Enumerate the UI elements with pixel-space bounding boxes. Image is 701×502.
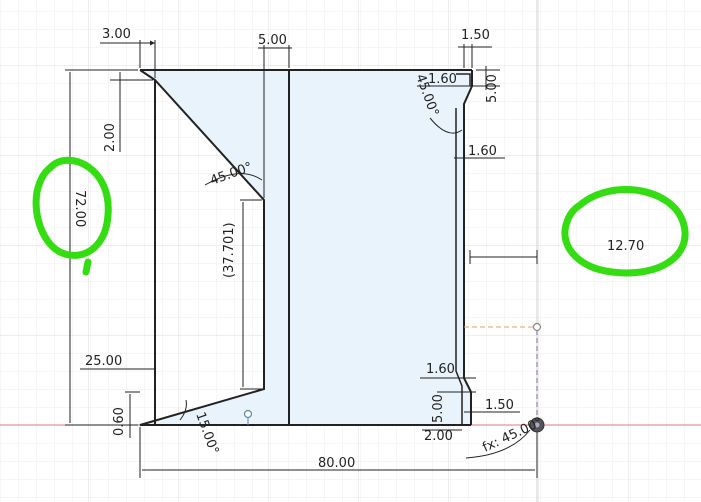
dim-5-00-right[interactable]: 5.00 xyxy=(485,74,500,103)
dim-2-00-left[interactable]: 2.00 xyxy=(103,123,118,152)
dim-72-00[interactable]: 72.00 xyxy=(72,190,87,227)
highlight-marker-72 xyxy=(32,156,112,276)
dim-2-00-bottom[interactable]: 2.00 xyxy=(424,429,453,444)
origin-point-center xyxy=(534,422,540,428)
dim-37-701[interactable]: (37.701) xyxy=(222,222,237,278)
outline-right-profile xyxy=(463,70,473,425)
endpoint-point-icon[interactable] xyxy=(532,322,542,332)
dimension-lines xyxy=(65,40,538,478)
dim-1-60-bottom[interactable]: 1.60 xyxy=(426,362,455,377)
dim-25-00[interactable]: 25.00 xyxy=(85,354,122,369)
profile-fill[interactable] xyxy=(140,70,472,425)
outline-left-chamfer xyxy=(139,69,471,426)
dim-12-70[interactable]: 12.70 xyxy=(607,239,644,254)
dim-5-00-top[interactable]: 5.00 xyxy=(258,33,287,48)
dim-1-50-top[interactable]: 1.50 xyxy=(461,28,490,43)
dim-1-60-mid[interactable]: 1.60 xyxy=(468,144,497,159)
dim-1-50-bottom[interactable]: 1.50 xyxy=(485,398,514,413)
dim-0-60[interactable]: 0.60 xyxy=(112,407,127,436)
dim-5-00-bottom[interactable]: 5.00 xyxy=(431,394,446,423)
dim-3-00[interactable]: 3.00 xyxy=(102,27,131,42)
sketch-point-icon[interactable] xyxy=(243,409,253,419)
dim-1-60-top[interactable]: 1.60 xyxy=(428,72,457,87)
dim-80-00[interactable]: 80.00 xyxy=(318,456,355,471)
highlight-marker-12-70 xyxy=(561,186,689,277)
